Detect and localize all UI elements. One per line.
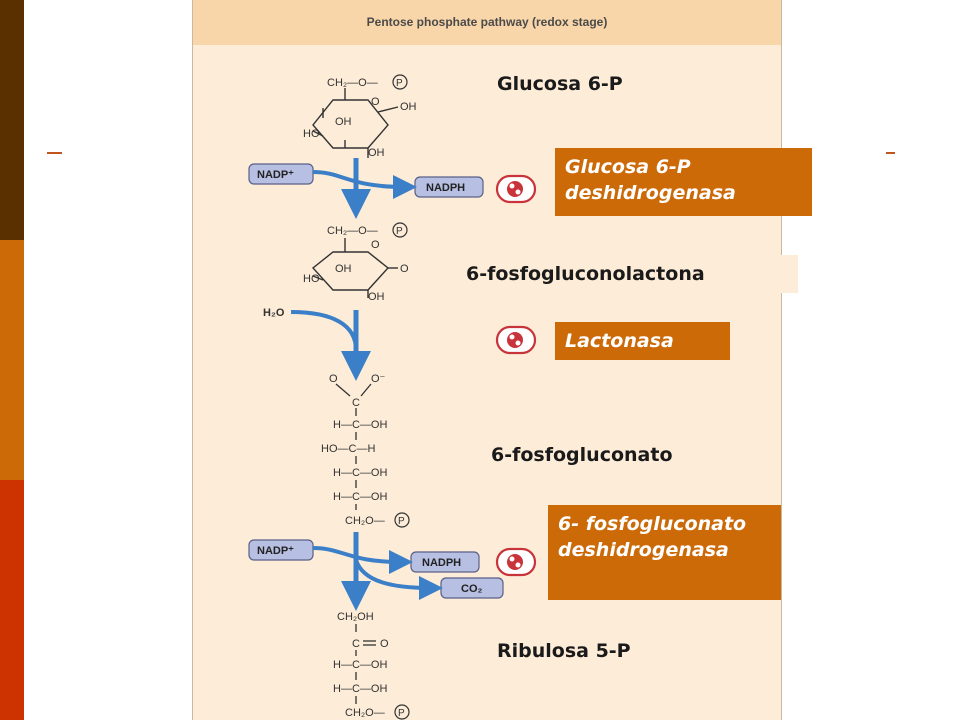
lactone-ho: HO — [303, 273, 320, 285]
ribulose-phosphate: P — [398, 708, 405, 719]
nadp-label-2: NADP⁺ — [257, 545, 294, 557]
pathway-diagram: CH₂—O— P O OH OH HO OH NADP⁺ NADPH CH₂—O… — [248, 74, 537, 720]
decor-tick-left — [47, 152, 62, 154]
gluconate-phosphate-circle — [394, 512, 410, 528]
ribulose-bonds — [355, 624, 376, 704]
ribulose-row-2: H—C—OH — [333, 683, 387, 695]
figure-title: Pentose phosphate pathway (redox stage) — [366, 15, 608, 29]
label-ribulose-5-phosphate: Ribulosa 5-P — [487, 632, 707, 670]
g6p-ho: HO — [303, 128, 320, 140]
label-glucose-6-phosphate: Glucosa 6-P — [487, 65, 691, 103]
figure-title-bar — [193, 0, 781, 45]
enzyme-icon-1 — [495, 174, 537, 204]
g6p-top: CH₂—O— — [327, 77, 378, 89]
lactone-oh-2: OH — [368, 291, 385, 303]
lactone-ring-o: O — [371, 239, 380, 251]
ribulose-carbonyl-o: O — [380, 638, 389, 650]
water-label: H₂O — [263, 307, 285, 319]
reaction-arrow-2-curve — [290, 310, 358, 351]
decor-band-middle — [0, 240, 24, 480]
label-enzyme-lactonase: Lactonasa — [555, 322, 730, 360]
nadph-label-1: NADPH — [426, 182, 465, 194]
ribulose-top: CH₂OH — [337, 611, 374, 623]
lactone-phosphate: P — [396, 226, 403, 237]
lactone-oh-1: OH — [335, 263, 352, 275]
gluconate-o2: O⁻ — [371, 373, 386, 385]
gluconate-row-2: HO—C—H — [321, 443, 375, 455]
g6p-ring-o: O — [371, 96, 380, 108]
g6p-oh-1: OH — [400, 101, 417, 113]
enzyme-icon-3 — [495, 547, 537, 577]
label-enzyme-g6p-dehydrogenase: Glucosa 6-P deshidrogenasa — [555, 148, 812, 216]
gluconate-phosphate: P — [398, 516, 405, 527]
label-phosphogluconolactone: 6-fosfogluconolactona — [456, 255, 798, 293]
gluconate-c1: C — [352, 397, 360, 409]
g6p-phosphate: P — [396, 78, 403, 89]
label-phosphogluconate: 6-fosfogluconato — [481, 436, 761, 474]
gluconate-bottom: CH₂O— — [345, 515, 385, 527]
lactone-top: CH₂—O— — [327, 225, 378, 237]
glucose-6-phosphate-structure — [312, 88, 399, 158]
gluconate-row-4: H—C—OH — [333, 491, 387, 503]
lactone-carbonyl-o: O — [400, 263, 409, 275]
reaction-arrow-3-curve-a — [312, 546, 413, 574]
gluconate-row-3: H—C—OH — [333, 467, 387, 479]
g6p-oh-2: OH — [335, 116, 352, 128]
reaction-arrow-3-curve-b — [354, 559, 443, 600]
g6p-phosphate-circle — [392, 74, 408, 90]
gluconate-row-1: H—C—OH — [333, 419, 387, 431]
nadph-label-2: NADPH — [422, 557, 461, 569]
nadp-label-1: NADP⁺ — [257, 169, 294, 181]
decor-band-top — [0, 0, 24, 240]
lactone-phosphate-circle — [392, 222, 408, 238]
pathway-figure: Pentose phosphate pathway (redox stage) … — [192, 0, 782, 720]
enzyme-icon-2 — [495, 325, 537, 355]
co2-label: CO₂ — [461, 583, 483, 595]
label-enzyme-phosphogluconate-dehydrogenase: 6- fosfogluconato deshidrogenasa — [548, 505, 781, 600]
ribulose-c2: C — [352, 638, 360, 650]
reaction-arrow-1-curve — [312, 170, 417, 199]
ribulose-row-1: H—C—OH — [333, 659, 387, 671]
g6p-oh-3: OH — [368, 147, 385, 159]
decor-band-bottom — [0, 480, 24, 720]
lactone-structure — [311, 238, 398, 298]
ribulose-bottom: CH₂O— — [345, 707, 385, 719]
gluconate-bonds — [335, 383, 372, 510]
gluconate-o1: O — [329, 373, 338, 385]
ribulose-phosphate-circle — [394, 704, 410, 720]
decor-tick-right — [886, 152, 895, 154]
